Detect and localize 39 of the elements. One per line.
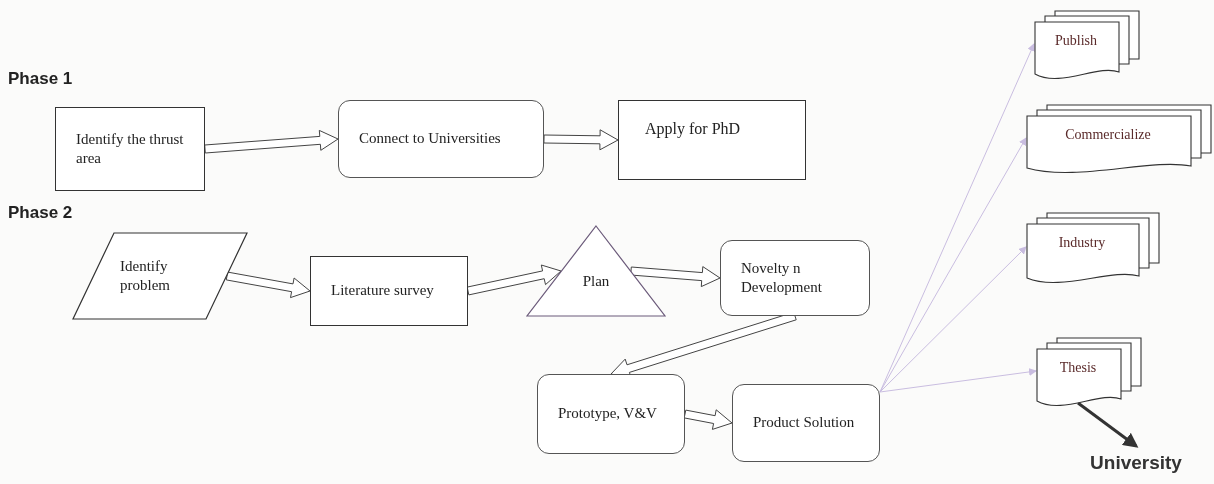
node-label: Novelty n Development [741, 258, 823, 297]
node-label: Industry [1058, 234, 1106, 252]
block-arrow [543, 129, 619, 151]
block-arrow [225, 271, 311, 299]
node-label: Connect to Universities [359, 129, 501, 149]
arrow [1077, 401, 1139, 448]
block-arrow [630, 266, 721, 288]
rounded-process-box [732, 384, 880, 462]
node-label: Product Solution [753, 413, 855, 433]
process-box [310, 256, 468, 326]
node-label: Commercialize [1065, 126, 1151, 144]
node-label: Identify the thrust area [76, 129, 185, 168]
input-parallelogram [72, 232, 248, 320]
node-label: Identify problem [120, 256, 171, 295]
document-stack [1026, 104, 1212, 176]
node-label: Literature survey [331, 281, 434, 301]
node-label: Thesis [1059, 359, 1097, 377]
arrow [879, 367, 1037, 393]
arrow [879, 246, 1027, 393]
block-arrow [683, 409, 733, 430]
document-stack [1036, 337, 1142, 409]
phase-heading: Phase 2 [8, 202, 73, 224]
phase-heading: Phase 1 [8, 68, 73, 90]
document-stack [1034, 10, 1140, 82]
arrow [879, 137, 1027, 393]
block-arrow [204, 129, 339, 154]
node-label: Apply for PhD [645, 119, 741, 140]
node-label: University [1090, 450, 1182, 475]
document-stack [1026, 212, 1160, 286]
rounded-process-box [338, 100, 544, 178]
rounded-process-box [720, 240, 870, 316]
node-label: Plan [582, 271, 610, 291]
rounded-process-box [537, 374, 685, 454]
block-arrow [466, 264, 562, 296]
node-label: Publish [1055, 32, 1097, 50]
plan-triangle [526, 225, 666, 317]
process-box [618, 100, 806, 180]
node-label: Prototype, V&V [558, 404, 657, 424]
process-box [55, 107, 205, 191]
